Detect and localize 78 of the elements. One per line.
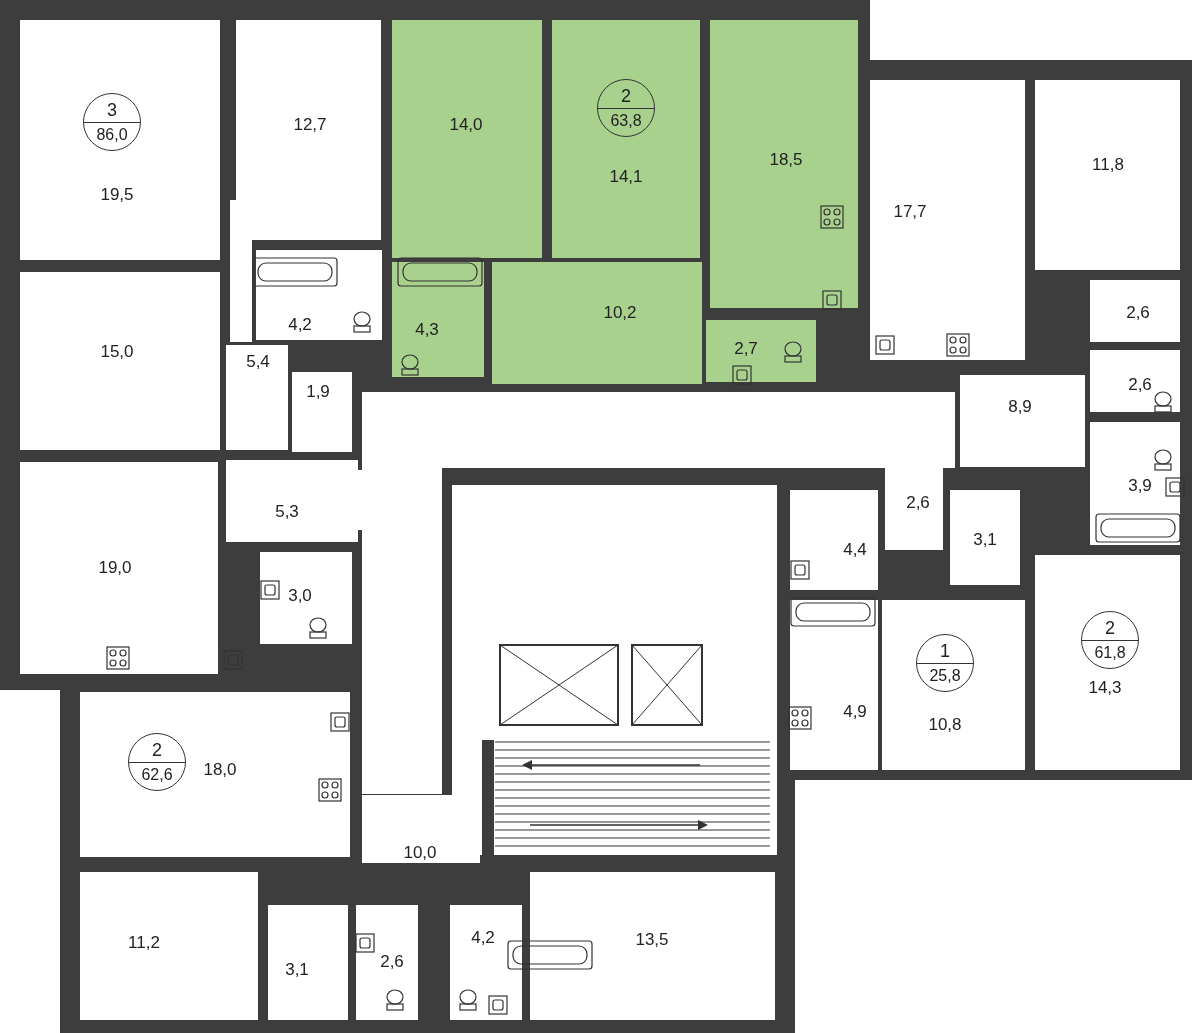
room [885, 468, 943, 550]
room [356, 905, 418, 1020]
room [80, 692, 350, 857]
room-count: 2 [1082, 615, 1138, 641]
room-area-label: 15,0 [100, 342, 134, 362]
apartment-area: 25,8 [917, 663, 973, 688]
room [20, 20, 220, 260]
room-area-label: 4,3 [415, 320, 439, 340]
room-area-label: 2,7 [734, 339, 758, 359]
room-area-label: 12,7 [293, 115, 327, 135]
room [790, 600, 878, 770]
room [20, 272, 220, 450]
room [960, 375, 1085, 467]
room-area-label: 5,4 [246, 352, 270, 372]
room-count: 2 [598, 83, 654, 109]
room [1035, 555, 1180, 770]
room [392, 20, 542, 258]
room-area-label: 14,0 [449, 115, 483, 135]
room-area-label: 18,5 [769, 150, 803, 170]
room-area-label: 14,1 [609, 167, 643, 187]
room-area-label: 3,9 [1128, 476, 1152, 496]
room [1090, 422, 1180, 545]
apartment-area: 62,6 [129, 762, 185, 787]
room-area-label: 17,7 [893, 202, 927, 222]
room-area-label: 2,6 [906, 493, 930, 513]
apartment-area: 61,8 [1082, 640, 1138, 665]
room-area-label: 10,2 [603, 303, 637, 323]
room [226, 460, 358, 542]
room [236, 20, 381, 240]
room-area-label: 1,9 [306, 382, 330, 402]
room-area-label: 3,1 [285, 960, 309, 980]
room-area-label: 18,0 [203, 760, 237, 780]
room-count: 1 [917, 638, 973, 664]
room-area-label: 4,2 [288, 315, 312, 335]
room [790, 490, 878, 590]
room [20, 462, 218, 674]
room [1035, 80, 1180, 270]
room-area-label: 3,0 [288, 586, 312, 606]
room-area-label: 2,6 [1126, 303, 1150, 323]
room-area-label: 14,3 [1088, 678, 1122, 698]
room-count: 2 [129, 737, 185, 763]
room [268, 905, 348, 1020]
room [392, 262, 484, 377]
room [260, 552, 352, 644]
room-area-label: 11,2 [128, 933, 160, 953]
room [710, 20, 858, 308]
room [552, 20, 700, 258]
room [870, 80, 1025, 360]
room-area-label: 10,8 [928, 715, 962, 735]
room-area-label: 19,0 [98, 558, 132, 578]
room [292, 372, 352, 452]
room-area-label: 2,6 [1128, 375, 1152, 395]
room [706, 320, 816, 382]
room-area-label: 3,1 [973, 530, 997, 550]
room-area-label: 11,8 [1092, 155, 1124, 175]
apartment-area: 63,8 [598, 108, 654, 133]
room-area-label: 5,3 [275, 502, 299, 522]
room [1090, 350, 1180, 412]
room-area-label: 4,4 [843, 540, 867, 560]
room-area-label: 2,6 [380, 952, 404, 972]
room-area-label: 10,0 [403, 843, 437, 863]
room [492, 262, 702, 384]
room-area-label: 13,5 [635, 930, 669, 950]
room [1090, 280, 1180, 342]
room [226, 345, 288, 450]
room-area-label: 8,9 [1008, 397, 1032, 417]
room [950, 490, 1020, 585]
room [882, 600, 1025, 770]
room [530, 872, 775, 1020]
room-area-label: 19,5 [100, 185, 134, 205]
apartment-area: 86,0 [84, 122, 140, 147]
room-area-label: 4,9 [843, 702, 867, 722]
room-area-label: 4,2 [471, 928, 495, 948]
room [256, 250, 382, 340]
room [450, 905, 522, 1020]
room [362, 795, 480, 863]
room-count: 3 [84, 97, 140, 123]
room [80, 872, 258, 1020]
